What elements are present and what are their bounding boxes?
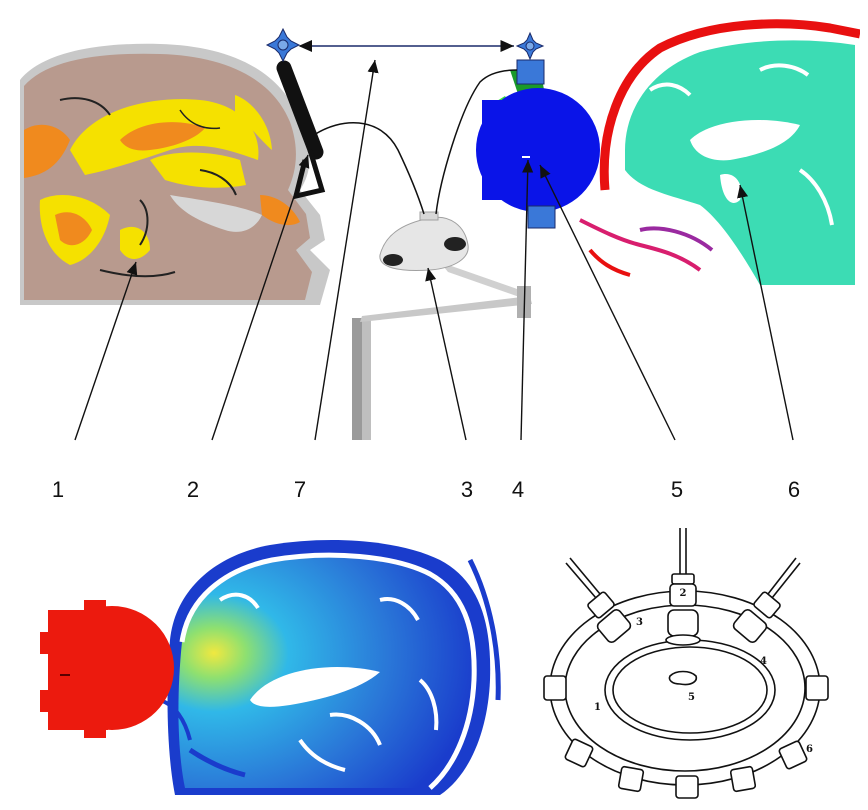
schem-label-4: 4 [760,656,767,667]
label-2: 2 [187,477,199,502]
schem-label-6: 6 [806,744,813,755]
label-3: 3 [461,477,473,502]
cable-transducer [435,69,518,215]
tracking-camera [352,211,532,440]
transducer-assembly [476,59,600,229]
schem-label-3: 3 [636,617,643,628]
crosshair-target-icon [265,27,301,63]
schematic-labels: 2 3 4 1 5 6 [594,588,813,755]
probe-elements [565,528,801,646]
element-housings [543,675,829,799]
label-7: 7 [294,477,306,502]
label-4: 4 [512,477,524,502]
schem-label-1: 1 [594,702,601,713]
crosshair-target-icon [515,31,545,61]
callout-numbers: 1 2 7 3 4 5 6 [52,477,800,502]
right-head-segmentation [570,19,860,290]
red-transducer [40,600,174,738]
left-head-segmentation [20,43,330,305]
label-1: 1 [52,477,64,502]
label-6: 6 [788,477,800,502]
acoustic-field-simulation [159,540,501,795]
pointer-lines [74,59,794,441]
schem-label-5: 5 [688,692,695,703]
cable-probe [313,122,425,215]
schem-label-2: 2 [680,588,687,599]
label-5: 5 [671,477,683,502]
transducer-array-schematic [543,528,829,799]
